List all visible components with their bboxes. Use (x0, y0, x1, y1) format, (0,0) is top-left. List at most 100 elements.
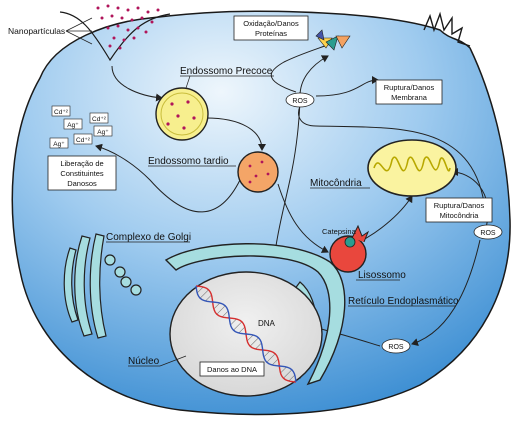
late-particle-3 (266, 172, 270, 176)
dna-rung-7 (221, 310, 229, 318)
early-particle-3 (192, 116, 196, 120)
ion-cd-1: Cd⁺² (54, 109, 69, 116)
late-particle-0 (248, 164, 252, 168)
nanoparticle-3 (126, 8, 130, 12)
nanoparticle-9 (120, 16, 124, 20)
lysosome-rupture (351, 224, 370, 243)
nanoparticle-4 (136, 6, 140, 10)
dna-rung-1 (196, 286, 204, 294)
nanoparticle-6 (156, 8, 160, 12)
ruptura-mito-line1: Ruptura/Danos (434, 201, 485, 210)
dna-rung-14 (249, 337, 259, 347)
lysosome (329, 235, 367, 273)
nanoparticle-0 (96, 6, 100, 10)
ruptura-mito-box (425, 197, 493, 223)
danos-dna-label: Danos ao DNA (207, 365, 257, 374)
ruptura-membrana-line1: Ruptura/Danos (384, 83, 435, 92)
mitocondria-label: Mitocôndria (310, 178, 362, 189)
late-endosome-particles (248, 160, 270, 184)
mitochondria (367, 139, 457, 197)
ruptura-membrana-line2: Membrana (391, 93, 428, 102)
liberacao-line2: Constituintes (60, 169, 104, 178)
dna-rung-21 (280, 366, 287, 374)
dna-rung-3 (205, 294, 212, 302)
dna-rung-11 (238, 326, 246, 334)
reticulo-label: Retículo Endoplasmático (348, 296, 459, 307)
nanoparticle-7 (100, 16, 104, 20)
ion-ag-3: Ag⁺ (53, 141, 65, 148)
lisossomo-label: Lisossomo (358, 270, 406, 281)
dna-rung-17 (263, 350, 271, 358)
membrane-rupture-spikes (423, 11, 471, 47)
late-particle-1 (260, 160, 264, 164)
nucleo-label: Núcleo (128, 356, 160, 367)
protein-icon (315, 29, 351, 51)
nanoparticle-13 (106, 26, 110, 30)
nanoparticle-12 (150, 20, 154, 24)
dna-helix (195, 285, 297, 383)
liberacao-line3: Danosos (67, 179, 97, 188)
pathway-arrows (95, 43, 489, 347)
ruptura-membrana-box (375, 79, 443, 105)
ion-cd-3: Cd⁺² (76, 137, 91, 144)
nanoparticle-cluster (96, 4, 160, 50)
dna-rung-9 (230, 318, 237, 326)
liberacao-line1: Liberação de (60, 159, 103, 168)
dna-label: DNA (258, 319, 276, 328)
oxidacao-line2: Proteínas (255, 29, 287, 38)
late-endosome (237, 151, 279, 193)
dna-rung-5 (213, 302, 221, 310)
nanoparticle-2 (116, 6, 120, 10)
oxidacao-line1: Oxidação/Danos (243, 19, 299, 28)
ros-right-oval (473, 224, 503, 240)
nanoparticulas-label: Nanopartículas (8, 26, 65, 36)
dna-rung-23 (288, 374, 296, 382)
mitochondria-cristae (373, 156, 451, 172)
nanoparticle-1 (106, 4, 110, 8)
dna-rung-18 (266, 353, 276, 363)
early-particle-5 (182, 126, 186, 130)
dna-strand-blue (195, 285, 297, 383)
danos-dna-box (199, 361, 265, 377)
nanoparticle-14 (116, 24, 120, 28)
nanoparticle-8 (110, 14, 114, 18)
ion-boxes: Cd⁺² Ag⁺ Cd⁺² Ag⁺ Cd⁺² Ag⁺ (49, 105, 113, 149)
nanoparticle-10 (130, 18, 134, 22)
dna-rung-15 (255, 342, 262, 350)
late-particle-4 (248, 180, 252, 184)
dna-rung-6 (216, 305, 226, 315)
ion-ag-2: Ag⁺ (97, 129, 109, 136)
ion-cd-2: Cd⁺² (92, 116, 107, 123)
nanoparticle-20 (132, 36, 136, 40)
oxidacao-box (233, 15, 309, 41)
dna-rung-13 (246, 334, 254, 342)
liberacao-box (47, 155, 117, 191)
early-particle-1 (186, 100, 190, 104)
endoplasmic-reticulum (164, 243, 346, 386)
early-endosome-inner (160, 92, 204, 136)
catepsina-label: Catepsina (322, 227, 357, 236)
nanoparticle-17 (144, 30, 148, 34)
early-particle-4 (166, 122, 170, 126)
nanoparticle-15 (126, 28, 130, 32)
ros-top-label: ROS (292, 98, 308, 105)
ruptura-mito-line2: Mitocôndria (440, 211, 480, 220)
nanoparticle-5 (146, 10, 150, 14)
cell-membrane (11, 10, 511, 416)
early-endosome (155, 87, 209, 141)
nanoparticle-21 (118, 46, 122, 50)
late-particle-2 (254, 174, 258, 178)
dna-rung-22 (283, 369, 293, 379)
nanoparticle-19 (122, 38, 126, 42)
dna-rung-19 (271, 358, 279, 366)
early-endosome-particles (166, 100, 196, 130)
endossomo-tardio-label: Endossomo tardio (148, 156, 229, 167)
ros-right-label: ROS (480, 230, 496, 237)
nanoparticle-22 (108, 44, 112, 48)
nanoparticle-18 (112, 36, 116, 40)
endossomo-precoce-label: Endossomo Precoce (180, 66, 273, 77)
nanoparticle-16 (136, 26, 140, 30)
ion-ag-1: Ag⁺ (67, 122, 79, 129)
